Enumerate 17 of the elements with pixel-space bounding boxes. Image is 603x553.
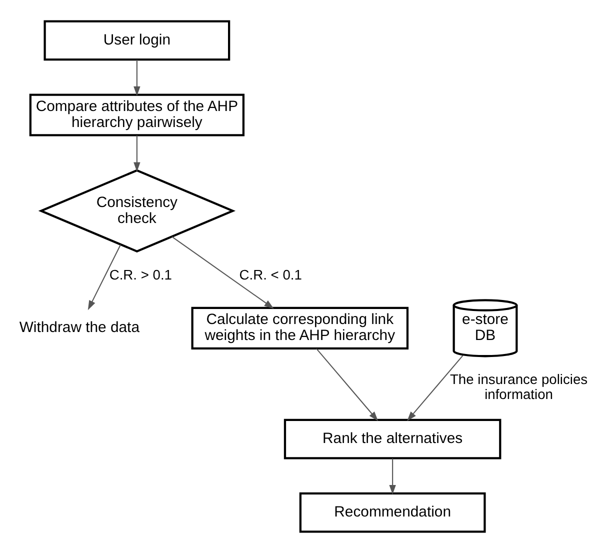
node-diamond: Consistency check [38,169,236,252]
node-text: Withdraw the data [19,320,140,336]
edge-label: C.R. < 0.1 [239,266,302,282]
node-box: Compare attributes of the AHP hierarchy pairwisely [29,94,245,136]
arrow [407,355,464,421]
arrow [134,135,140,172]
node-box: User login [44,20,230,61]
arrow [88,244,122,310]
node-box: Rank the alternatives [284,418,502,460]
arrow [134,60,140,96]
arrow [316,348,378,422]
edge-label: C.R. > 0.1 [109,266,172,282]
arrow [389,458,396,495]
arrow [172,236,274,309]
node-box: Calculate corresponding link weights in the AHP hierarchy [191,306,409,350]
node-box: Recommendation [299,492,486,533]
edge-label: The insurance policies information [450,371,588,402]
